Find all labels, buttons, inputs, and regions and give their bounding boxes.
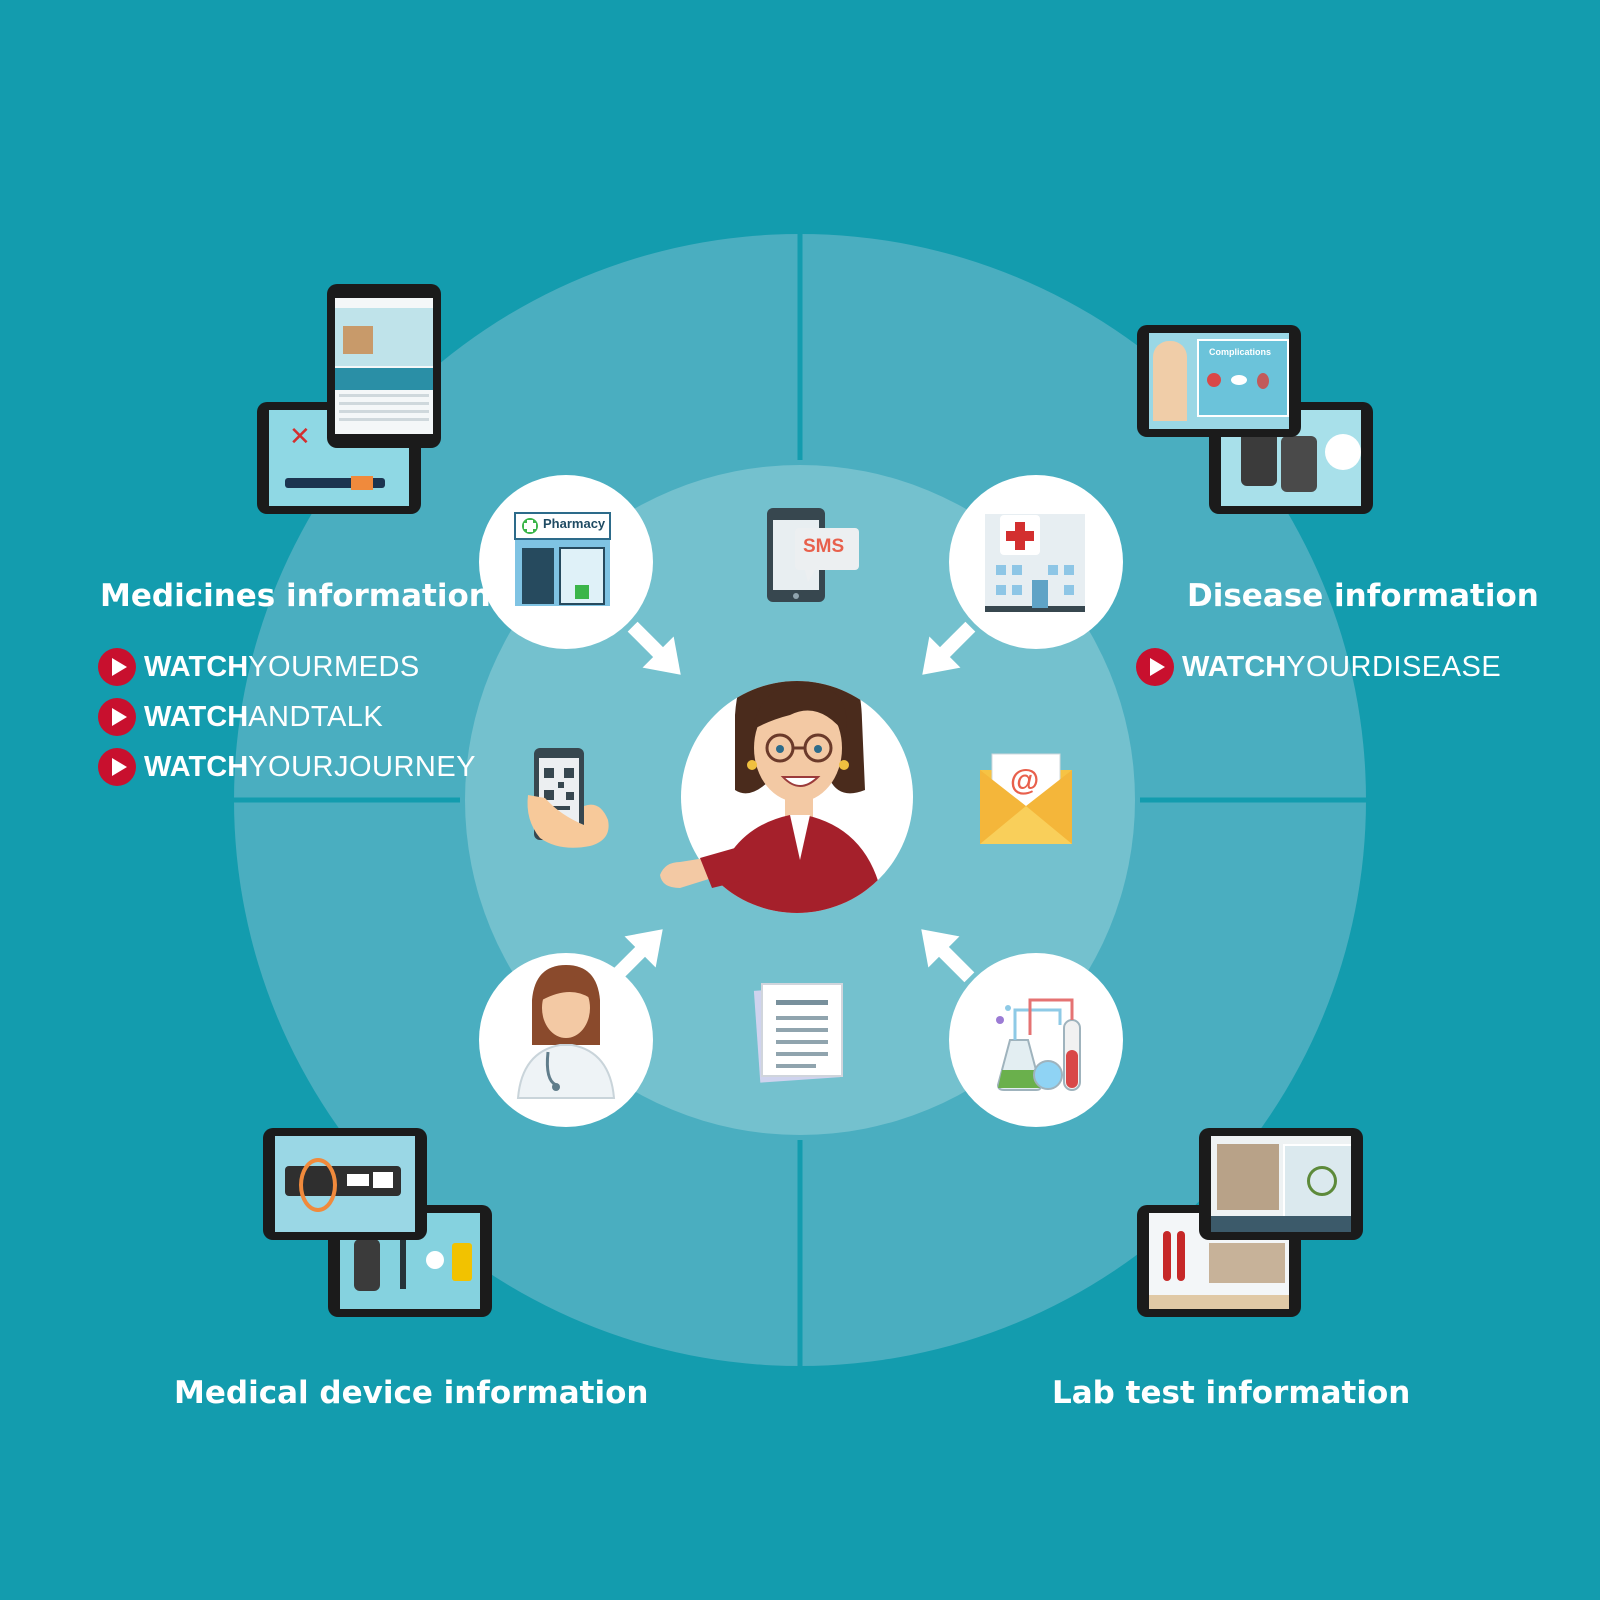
medical-device-information-label: Medical device information [174,1375,649,1411]
brand-regular-text: YOURDISEASE [1286,650,1502,683]
email-at-symbol: @ [1010,764,1040,797]
play-icon [1136,648,1174,686]
device-tablet-front [263,1128,427,1240]
brand-regular-text: YOURMEDS [248,650,420,683]
pharmacy-node [479,475,653,649]
disease-information-label: Disease information [1187,578,1539,614]
sms-phone-icon [767,508,859,602]
brand-regular-text: YOURJOURNEY [248,750,477,783]
arrow-group [609,621,976,983]
brand-bold-text: WATCH [144,700,249,733]
medicines-information-label: Medicines information [100,578,491,614]
hospital-node [949,475,1123,649]
pharmacy-sign-text: Pharmacy [543,516,606,531]
lab-node [949,953,1123,1127]
brand-regular-text: ANDTALK [248,700,384,733]
lab-test-information-label: Lab test information [1052,1375,1411,1411]
play-icon [98,648,136,686]
hospital-icon [985,514,1085,612]
doctor-node [479,953,653,1127]
arrow-top-right [922,621,976,675]
play-icon [98,698,136,736]
disease-tablet-front: Complications [1137,325,1301,437]
brand-bold-text: WATCH [144,650,249,683]
arrow-bottom-left [609,929,663,983]
doctor-icon [516,965,616,1099]
medicines-tablet-front [327,284,441,448]
center-avatar [660,681,913,913]
lab-flask-icon [996,998,1081,1091]
qr-phone-icon [527,748,609,848]
play-icon [98,748,136,786]
arrow-bottom-right [921,929,975,983]
sms-text: SMS [803,536,845,557]
complications-caption: Complications [1209,347,1272,357]
email-icon [980,753,1072,844]
document-icon [753,983,843,1083]
brand-bold-text: WATCH [144,750,249,783]
labtest-tablet-front [1199,1128,1363,1240]
brand-bold-text: WATCH [1182,650,1287,683]
pharmacy-icon [514,512,611,606]
arrow-top-left [627,621,681,675]
